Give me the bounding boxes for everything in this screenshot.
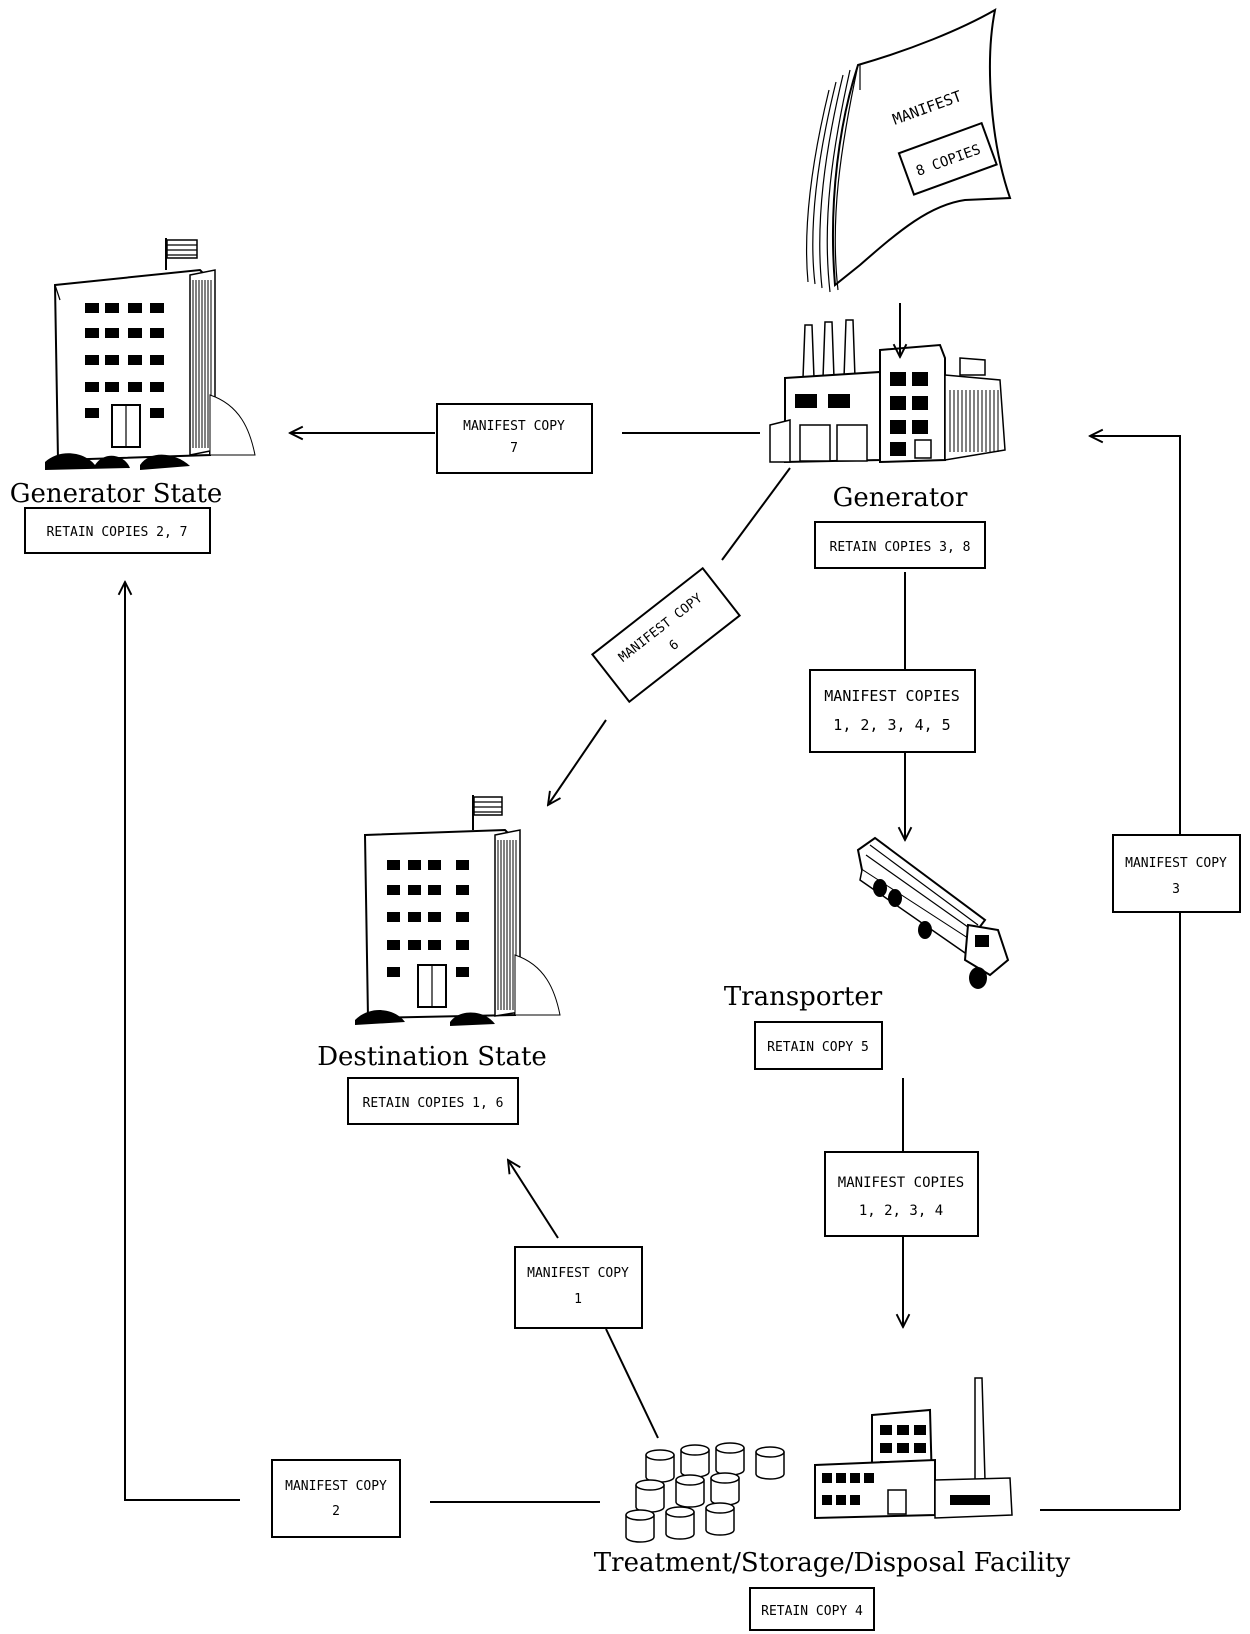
trans-tsdf-box: [825, 1152, 978, 1236]
trans-tsdf-line2: 1, 2, 3, 4: [859, 1203, 943, 1219]
generator-label: Generator: [833, 483, 968, 513]
tsdf-facility-icon: [815, 1378, 1012, 1518]
destination-state-label: Destination State: [317, 1042, 547, 1072]
storage-tank-top: [756, 1447, 784, 1457]
copy3-box: [1113, 835, 1240, 912]
storage-tank-top: [626, 1510, 654, 1520]
copy1-line2: 1: [574, 1292, 582, 1307]
copy6-box-group: MANIFEST COPY 6: [592, 568, 739, 701]
copy7-line1: MANIFEST COPY: [463, 419, 565, 434]
generator-factory-icon: [770, 320, 1005, 462]
storage-tank-top: [636, 1480, 664, 1490]
storage-tank-top: [711, 1473, 739, 1483]
arrow-copy1-to-destination-state: [508, 1160, 558, 1238]
gen-trans-line2: 1, 2, 3, 4, 5: [833, 716, 950, 734]
arrow-copy2-to-generator-state: [125, 582, 240, 1500]
generator-state-retain-text: RETAIN COPIES 2, 7: [47, 525, 188, 540]
transporter-label: Transporter: [724, 982, 883, 1012]
storage-tank-top: [681, 1445, 709, 1455]
arrow-copy6-to-destination-state: [548, 720, 606, 805]
storage-tank-top: [716, 1443, 744, 1453]
copy6-box: [592, 568, 739, 701]
destination-state-building-icon: [355, 795, 560, 1026]
storage-tank-top: [646, 1450, 674, 1460]
storage-tank-top: [666, 1507, 694, 1517]
destination-state-retain-text: RETAIN COPIES 1, 6: [363, 1096, 504, 1111]
generator-state-building-icon: [45, 238, 255, 470]
gen-trans-line1: MANIFEST COPIES: [824, 687, 959, 705]
gen-trans-box: [810, 670, 975, 752]
manifest-document: MANIFEST 8 COPIES: [807, 10, 1010, 292]
trans-tsdf-line1: MANIFEST COPIES: [838, 1175, 964, 1191]
storage-tank-top: [706, 1503, 734, 1513]
transporter-truck-icon: [858, 838, 1008, 989]
copy7-box: [437, 404, 592, 473]
arrow-copy1-segment: [606, 1329, 658, 1438]
copy1-box: [515, 1247, 642, 1328]
arrow-copy3-to-generator: [1090, 436, 1180, 835]
copy1-line1: MANIFEST COPY: [527, 1266, 629, 1281]
tsdf-retain-text: RETAIN COPY 4: [761, 1604, 863, 1619]
copy7-line2: 7: [510, 441, 518, 456]
copy3-line2: 3: [1172, 882, 1180, 897]
copy2-line2: 2: [332, 1504, 340, 1519]
transporter-retain-text: RETAIN COPY 5: [767, 1040, 869, 1055]
generator-state-label: Generator State: [10, 479, 223, 509]
copy2-line1: MANIFEST COPY: [285, 1479, 387, 1494]
tsdf-label: Treatment/Storage/Disposal Facility: [594, 1548, 1071, 1578]
storage-tank-top: [676, 1475, 704, 1485]
generator-retain-text: RETAIN COPIES 3, 8: [830, 540, 971, 555]
arrow-copy6-segment: [722, 468, 790, 560]
copy2-box: [272, 1460, 400, 1537]
tsdf-tanks-icon: [626, 1443, 784, 1542]
copy3-line1: MANIFEST COPY: [1125, 856, 1227, 871]
